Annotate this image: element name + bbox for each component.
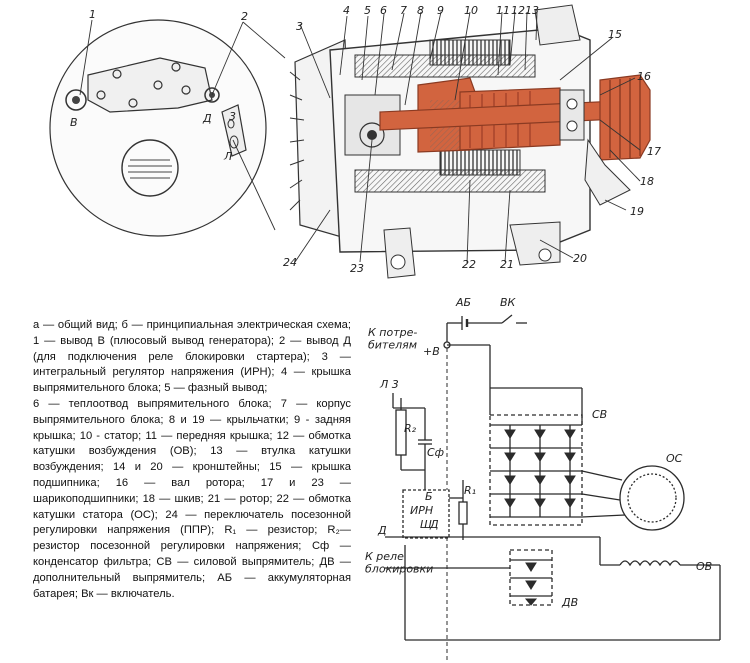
part-num-20: 20 [573, 252, 587, 265]
label-dv: ДВ [561, 596, 578, 609]
electrical-schematic [385, 314, 721, 660]
part-num-21: 21 [500, 258, 514, 271]
label-plus-b: +В [423, 345, 440, 358]
label-sh: Ш [420, 518, 432, 531]
part-num-6: 6 [380, 4, 387, 17]
part-num-4: 4 [343, 4, 350, 17]
callout-lines [79, 11, 641, 264]
label-three: 3 [229, 110, 236, 123]
label-os: ОС [666, 452, 683, 465]
label-ov: ОВ [696, 560, 712, 573]
label-to-consumers: К потре-бителям [368, 326, 417, 352]
part-num-23: 23 [350, 262, 364, 275]
part-num-19: 19 [630, 205, 644, 218]
caption-paragraph-2: 6 — теплоотвод выпрямительного блока; 7 … [33, 397, 351, 600]
caption-paragraph-1: а — общий вид; б — принципиальная электр… [33, 319, 351, 395]
part-num-12: 12 [511, 4, 525, 17]
part-num-5: 5 [364, 4, 371, 17]
generator-cutaway [289, 4, 651, 279]
part-num-13: 13 [525, 4, 539, 17]
label-l3: Л 3 [379, 378, 399, 391]
schematic-labels: АБ ВК К потре-бителям +В Л 3 R₂ Сф R₁ СВ… [365, 296, 712, 609]
part-num-3: 3 [296, 20, 303, 33]
part-num-17: 17 [647, 145, 661, 158]
part-num-15: 15 [608, 28, 622, 41]
label-cf: Сф [427, 446, 444, 459]
detail-labels: В Д 3 Л [70, 110, 236, 163]
label-ab: АБ [455, 296, 471, 309]
label-terminal-b: В [70, 116, 78, 129]
label-d: Д [377, 524, 387, 537]
label-r2: R₂ [404, 422, 417, 435]
part-numbers: 1 2 3 4 5 6 7 8 9 10 11 12 13 15 16 17 1… [89, 4, 661, 275]
part-num-9: 9 [437, 4, 444, 17]
label-sv: СВ [592, 408, 607, 421]
label-d-small: Д [429, 518, 439, 531]
part-num-7: 7 [400, 4, 407, 17]
part-num-22: 22 [462, 258, 476, 271]
part-num-11: 11 [496, 4, 510, 17]
diodes [504, 429, 576, 606]
part-num-2: 2 [241, 10, 248, 23]
part-num-16: 16 [637, 70, 651, 83]
label-r1: R₁ [464, 484, 476, 497]
part-num-24: 24 [283, 256, 297, 269]
label-terminal-l: Л [223, 150, 232, 163]
label-vk: ВК [500, 296, 517, 309]
part-num-1: 1 [89, 8, 96, 21]
part-num-10: 10 [464, 4, 478, 17]
label-terminal-d: Д [202, 112, 212, 125]
label-irn: ИРН [410, 504, 433, 517]
figure-caption: а — общий вид; б — принципиальная электр… [33, 318, 351, 658]
part-num-8: 8 [417, 4, 424, 17]
rear-cover-detail [49, 19, 267, 237]
part-num-18: 18 [640, 175, 654, 188]
label-b: Б [425, 490, 433, 503]
